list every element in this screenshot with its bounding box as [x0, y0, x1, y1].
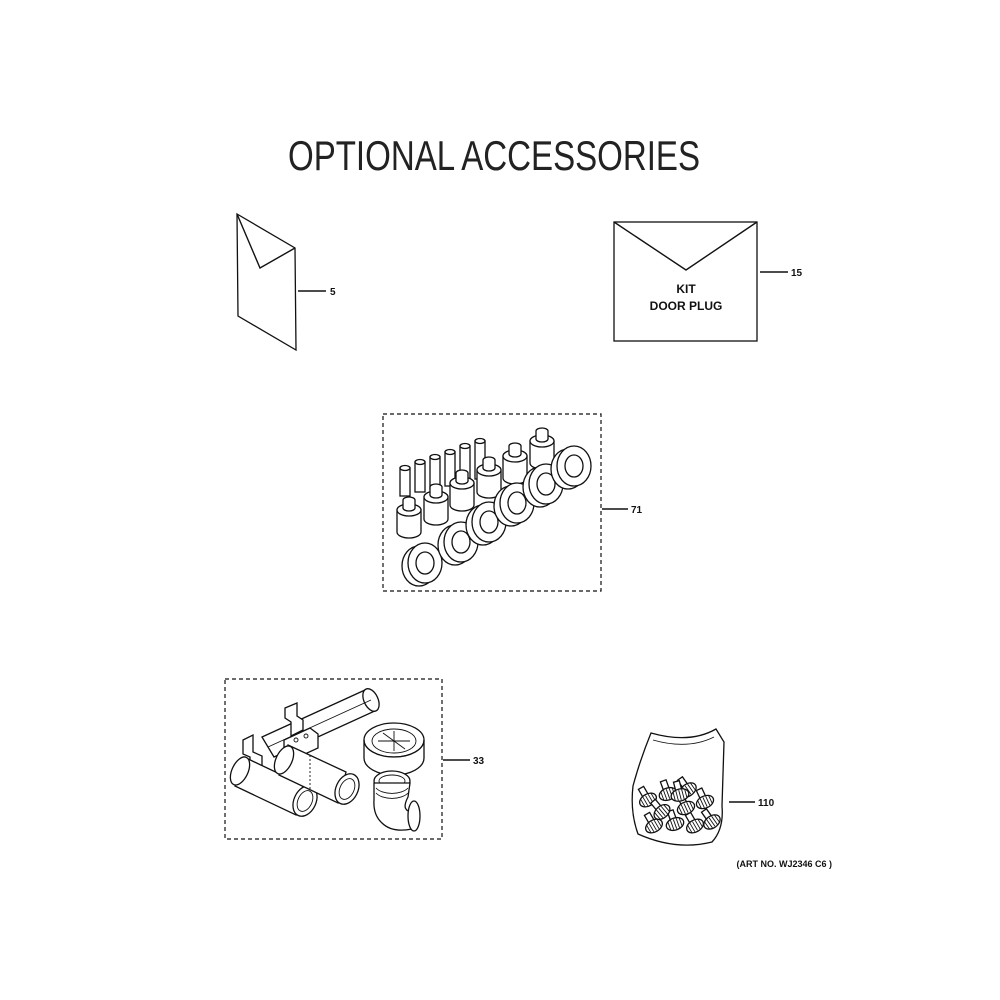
manual-fold [236, 213, 296, 269]
callout-110: 110 [758, 798, 775, 809]
part-110-screw-bag[interactable]: 110 [631, 728, 775, 846]
kit-boundary-71 [382, 413, 602, 592]
bushing [449, 469, 475, 512]
bushing [529, 427, 555, 470]
screw [700, 807, 721, 830]
screw [684, 811, 705, 834]
part-5-manual[interactable]: 5 [236, 212, 336, 352]
ring-grommet [437, 521, 479, 566]
spacer-set [396, 427, 592, 587]
callout-5: 5 [330, 287, 336, 298]
bushing [423, 483, 449, 526]
pin-spacer [414, 458, 426, 493]
callout-15: 15 [791, 268, 803, 279]
diagram-title: OPTIONAL ACCESSORIES [288, 132, 700, 179]
screw [643, 811, 664, 834]
bushing [502, 442, 528, 485]
kit-boundary-33 [224, 678, 443, 840]
part-71-spacer-kit[interactable]: 71 [382, 413, 643, 592]
kit-label-line1: KIT [676, 282, 696, 296]
ring-grommet [550, 445, 592, 490]
part-15-door-plug-kit[interactable]: KIT DOOR PLUG 15 [613, 221, 803, 342]
tube-right [273, 744, 360, 805]
kit-envelope [613, 221, 758, 342]
screw [670, 779, 690, 802]
drain-cup [363, 722, 425, 776]
screw [649, 798, 671, 821]
callout-71: 71 [631, 505, 643, 516]
part-33-pipe-kit[interactable]: 33 [224, 678, 485, 840]
screw-set [637, 775, 721, 834]
ring-grommet [522, 463, 564, 508]
callout-33: 33 [473, 756, 485, 767]
elbow-fitting [373, 770, 421, 832]
screw [695, 787, 715, 810]
kit-label-line2: DOOR PLUG [650, 299, 723, 313]
ring-grommet [493, 482, 535, 527]
ring-grommet [401, 542, 443, 587]
bushing [476, 456, 502, 499]
envelope-flap [613, 221, 758, 271]
pin-spacer [399, 464, 411, 497]
bushing [396, 496, 422, 539]
art-number: (ART NO. WJ2346 C6 ) [736, 859, 832, 869]
